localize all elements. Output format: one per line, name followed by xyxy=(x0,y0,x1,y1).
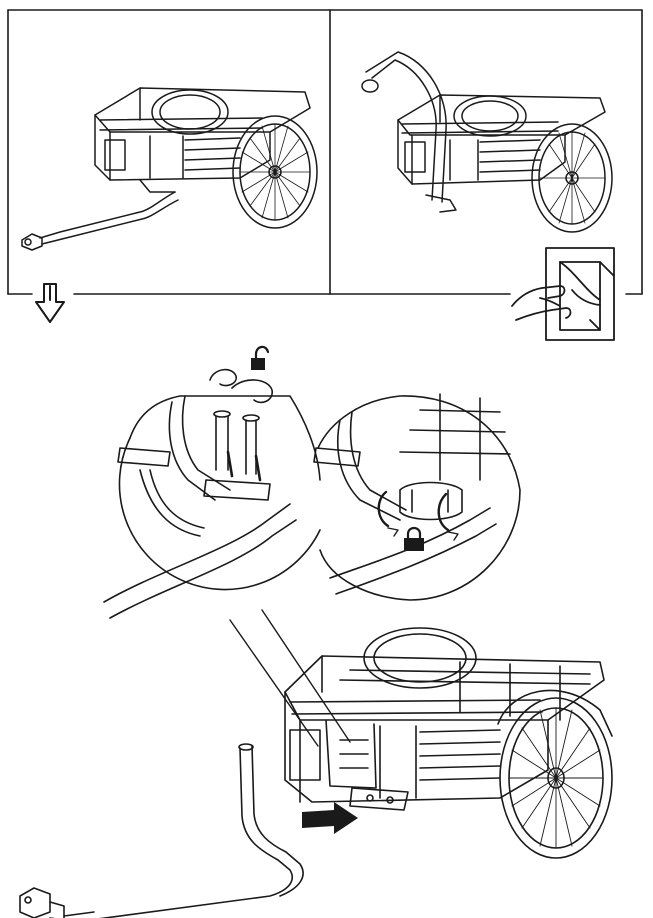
detail-circle-unlocked xyxy=(103,368,321,619)
trailer-bottom-illustration xyxy=(284,627,613,859)
arrow-down-icon xyxy=(35,283,65,323)
locked-padlock-icon xyxy=(404,526,424,551)
trailer-upright-drawbar-illustration xyxy=(361,51,613,233)
top-panels xyxy=(7,9,643,341)
callout-lines xyxy=(229,609,351,747)
turn-page-icon xyxy=(511,247,615,341)
panel-frame xyxy=(7,9,643,295)
detail-circle-locked xyxy=(313,393,521,601)
trailer-with-drawbar-illustration xyxy=(21,87,318,251)
main-assembly-illustration xyxy=(19,345,613,918)
drawbar-illustration xyxy=(19,743,304,918)
insert-direction-arrow xyxy=(302,802,358,834)
unlocked-padlock-icon xyxy=(251,345,270,370)
